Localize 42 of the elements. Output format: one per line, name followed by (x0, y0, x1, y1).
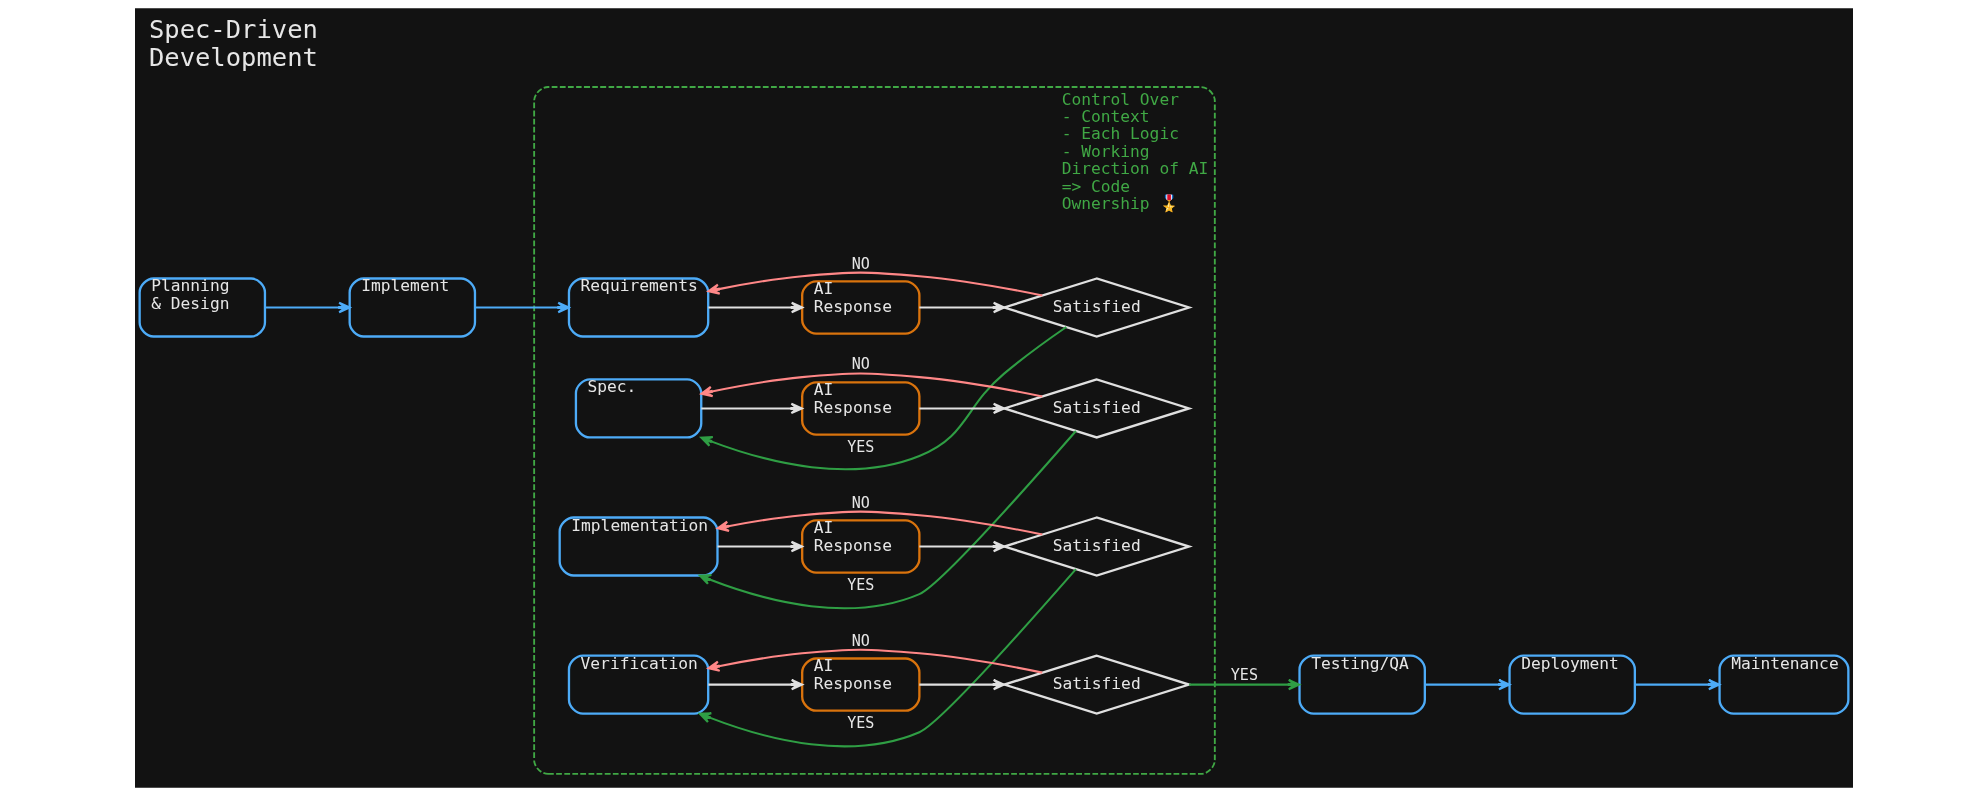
arrow (918, 540, 1005, 553)
arrow (717, 540, 803, 553)
edge-label: YES (846, 437, 874, 456)
arrow (264, 301, 351, 314)
arrow (716, 510, 1042, 536)
edge-label: NO (851, 254, 870, 273)
node-box: Spec. (574, 378, 702, 439)
arrow (918, 301, 1005, 314)
node-box: Deployment (1507, 654, 1636, 715)
arrow (698, 568, 1077, 748)
arrow (1188, 678, 1300, 691)
arrow (706, 648, 1042, 674)
arrow (474, 301, 570, 314)
diagram-title: Spec-Driven Development (148, 13, 318, 72)
edge-label: YES (1230, 666, 1258, 685)
arrow (698, 430, 1077, 610)
edge-label: YES (846, 714, 874, 732)
arrow (707, 678, 803, 691)
arrow (918, 402, 1005, 415)
edge-label: NO (851, 493, 870, 512)
node-box: Implementation (558, 516, 719, 577)
edge-label: YES (846, 575, 874, 594)
node-box: AI Response (800, 519, 921, 574)
arrow (918, 678, 1005, 691)
node-box: AI Response (800, 280, 921, 335)
node-box: Implement (348, 277, 476, 338)
arrow (1634, 678, 1720, 691)
node-box: Testing/QA (1297, 654, 1426, 715)
node-box: AI Response (800, 381, 921, 436)
arrow (700, 402, 803, 415)
arrow (699, 372, 1042, 398)
edge-label: NO (851, 631, 870, 650)
edge-label: NO (851, 355, 870, 374)
node-box: Requirements (567, 277, 709, 338)
arrow (706, 271, 1042, 297)
node-box: Planning & Design (138, 277, 266, 338)
node-box: Verification (567, 654, 709, 715)
arrow (1424, 678, 1511, 691)
node-box: AI Response (800, 657, 921, 712)
node-box: Maintenance (1717, 654, 1849, 715)
arrow (707, 301, 803, 314)
arrow (699, 326, 1067, 471)
